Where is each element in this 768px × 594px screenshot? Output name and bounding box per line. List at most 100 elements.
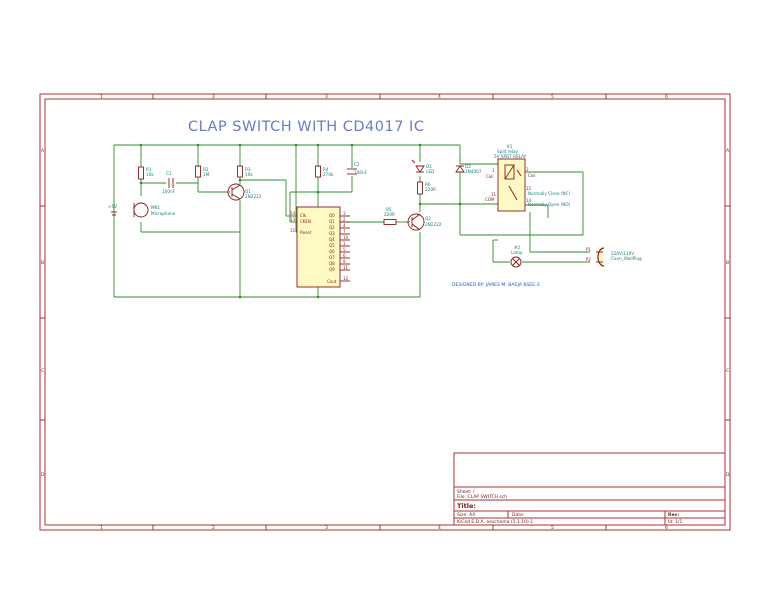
c2-value: 100nF [354, 170, 368, 175]
row-mark-c: C [41, 368, 44, 374]
u1-pinnum-5: 5 [343, 247, 346, 252]
u1-pinnum-2: 2 [343, 217, 346, 222]
plug-line2: Conn_WallPlug [611, 256, 642, 261]
u1-pinnum-1: 1 [343, 241, 346, 246]
d1-ref: D1 [426, 164, 432, 169]
col-mark-1-bottom: 1 [100, 525, 103, 531]
r5-ref: R5 [386, 207, 392, 212]
wires[interactable] [113, 144, 590, 298]
d1-value: LED [426, 169, 434, 174]
r6-ref: R6 [425, 182, 431, 187]
plug-value: 220V/110V [611, 251, 634, 256]
k1-ref: K1 [507, 144, 513, 149]
q1-value: 2N2222 [245, 194, 262, 199]
u1-pinnum-9: 9 [343, 259, 346, 264]
col-mark-5-bottom: 5 [551, 525, 554, 531]
col-mark-1: 1 [100, 94, 103, 100]
column-marks: 1 2 3 4 5 6 1 2 3 4 5 6 [100, 94, 668, 531]
lamp-ref: #2 [514, 245, 521, 250]
led-d1[interactable]: D1 LED [411, 159, 434, 174]
designer-note: DESIGNED BY: JAMES M. BAEJA BSEE-3 [452, 282, 540, 288]
wall-plug[interactable]: P1 P2 220V/110V Conn_WallPlug [586, 247, 642, 267]
r4-ref: R4 [323, 167, 329, 172]
capacitor-c1[interactable]: C1 100nF [162, 171, 176, 194]
schematic-title: CLAP SWITCH WITH CD4017 IC [188, 119, 424, 135]
u1-pin-q8: Q8 [329, 261, 335, 266]
q1-ref: Q1 [245, 189, 251, 194]
lamp[interactable]: #2 Lamp [510, 245, 523, 268]
u1-pinnum-11: 11 [343, 265, 349, 270]
r1-value: 10k [146, 172, 154, 177]
inner-border [44, 98, 726, 526]
r6-value: 220R [425, 187, 436, 192]
col-mark-4-bottom: 4 [438, 525, 441, 531]
u1-pinnum-14: 14 [290, 211, 296, 216]
k1-pin-2: 2 [526, 167, 529, 172]
r1-ref: R1 [146, 167, 152, 172]
resistor-r4[interactable]: R4 270k [315, 165, 334, 178]
col-mark-3-bottom: 3 [325, 525, 328, 531]
relay-k1[interactable]: K1 Split relay 5V SPDT RELAY Coil COM Co… [485, 144, 571, 212]
r4-value: 270k [323, 172, 334, 177]
resistor-r5[interactable]: R5 220R [383, 207, 397, 225]
u1-right-pin-stubs [340, 215, 350, 282]
r2-value: 1M [203, 172, 210, 177]
u1-pin-reset: Reset [300, 230, 312, 235]
c1-ref: C1 [166, 171, 172, 176]
mk1-value: Microphone [151, 211, 176, 216]
row-mark-d: D [41, 472, 45, 478]
ic-u1-cd4017[interactable]: Clk CKEN Reset 14 13 15 Q0 Q1 Q2 Q3 Q4 Q… [290, 206, 350, 288]
r5-value: 220R [384, 212, 395, 217]
u1-pinnum-13: 13 [290, 217, 296, 222]
u1-pin-q9: Q9 [329, 267, 335, 272]
u1-pin-q4: Q4 [329, 237, 335, 242]
k1-no-label: Normally Open (NO) [528, 202, 571, 207]
u1-pinnum-4: 4 [343, 223, 346, 228]
col-mark-4: 4 [438, 94, 441, 100]
u1-pin-q2: Q2 [329, 225, 335, 230]
d2-ref: D2 [465, 164, 471, 169]
col-mark-2: 2 [212, 94, 215, 100]
outer-border [39, 93, 731, 531]
resistor-r2[interactable]: R2 1M [195, 165, 210, 178]
u1-pin-q5: Q5 [329, 243, 335, 248]
k1-nc-label: Normally Close (NC) [528, 191, 571, 196]
plug-pin-2: P2 [586, 257, 591, 262]
u1-pin-cken: CKEN [300, 219, 311, 224]
k1-line2: 5V SPDT RELAY [494, 154, 527, 159]
tb-date: Date: [512, 512, 524, 518]
c2-ref: C2 [354, 162, 360, 167]
tb-sheet: Sheet: / [457, 489, 475, 495]
diode-d2[interactable]: D2 1N4007 [455, 164, 482, 174]
col-mark-6: 6 [665, 94, 668, 100]
tb-title-label: Title: [457, 502, 476, 510]
tb-file: File: CLAP SWITCH.sch [457, 494, 507, 500]
transistor-q2[interactable]: Q2 2N2222 [407, 213, 442, 231]
capacitor-c2[interactable]: C2 100nF [347, 162, 368, 175]
tb-id: Id: 1/1 [668, 519, 683, 525]
c1-value: 100nF [162, 189, 176, 194]
u1-pinnum-12: 12 [343, 276, 349, 281]
k1-pin-12: 12 [526, 186, 532, 191]
r3-value: 10k [245, 172, 253, 177]
u1-pin-q0: Q0 [329, 213, 335, 218]
k1-coil-label-right: Coil [528, 173, 535, 178]
k1-pin-1: 1 [492, 168, 495, 173]
resistor-r3[interactable]: R3 10k [237, 165, 254, 178]
resistor-r6[interactable]: R6 220R [417, 181, 436, 195]
k1-line1: Split relay [497, 149, 519, 154]
resistor-r1[interactable]: R1 10k [138, 166, 155, 180]
microphone-mk1[interactable]: MK1 Microphone [133, 202, 176, 218]
transistor-q1[interactable]: Q1 2N2222 [227, 183, 262, 201]
lamp-value: Lamp [511, 250, 523, 255]
junction-dots [139, 143, 462, 299]
plug-pin-1: P1 [586, 247, 591, 252]
d2-value: 1N4007 [465, 169, 482, 174]
k1-coil-label: Coil [486, 174, 493, 179]
col-mark-5: 5 [551, 94, 554, 100]
power-supply-symbol[interactable]: +5V [108, 204, 117, 216]
q2-value: 2N2222 [425, 222, 442, 227]
q2-ref: Q2 [425, 216, 431, 221]
col-mark-6-bottom: 6 [665, 525, 668, 531]
